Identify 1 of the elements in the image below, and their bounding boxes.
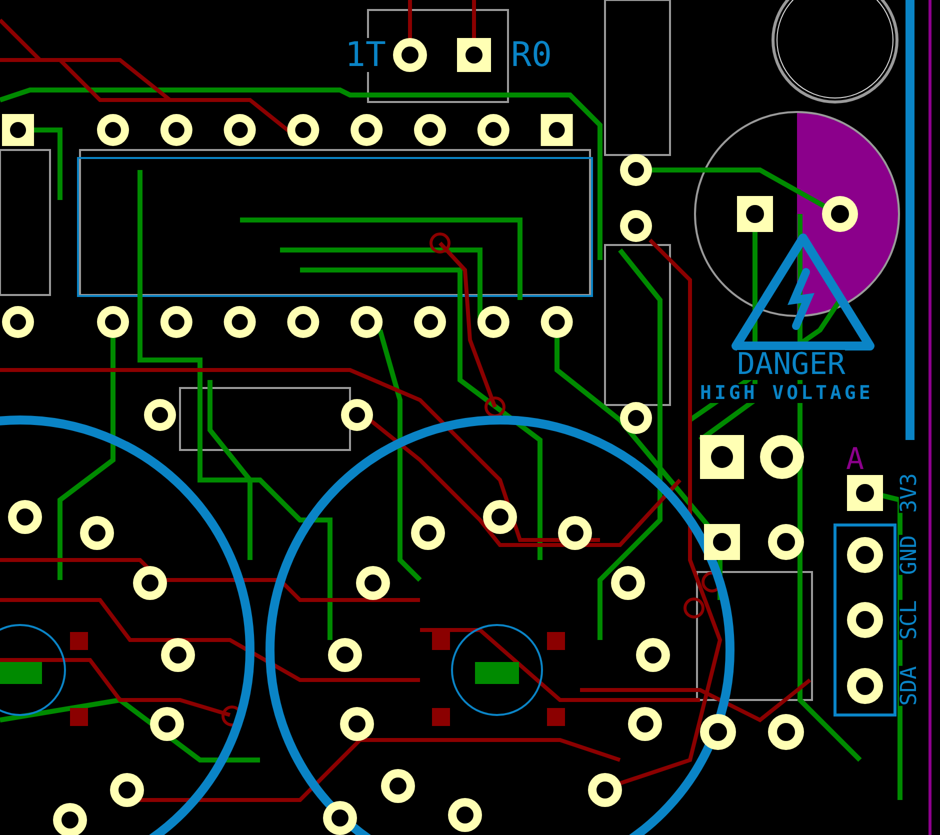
warning-text: DANGER xyxy=(737,350,846,380)
